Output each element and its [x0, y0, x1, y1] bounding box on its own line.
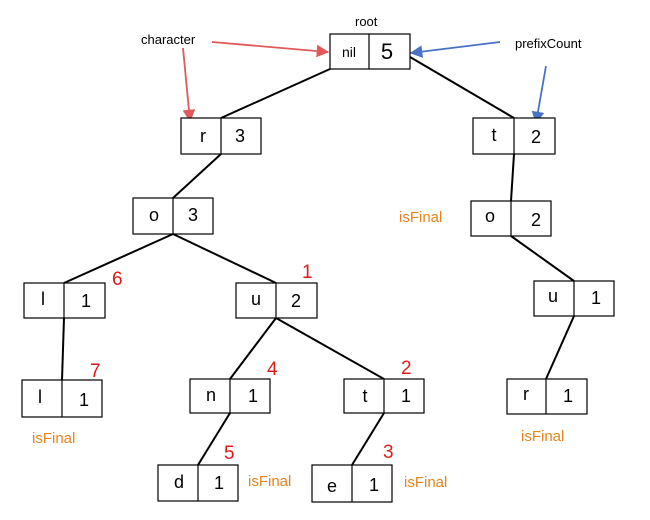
character-arrow-to-nil	[211, 41, 330, 58]
edge-t-o	[510, 153, 515, 202]
trie-node-d: d 1	[157, 464, 239, 502]
node-char: t	[362, 386, 367, 406]
node-count: 1	[369, 475, 379, 495]
is-final-marker-route: isFinal	[404, 474, 447, 491]
node-char: l	[41, 289, 45, 309]
insertion-order-u: 1	[302, 262, 313, 283]
edge-n-d	[197, 412, 231, 466]
is-final-marker-round: isFinal	[248, 473, 291, 490]
insertion-order-l2: 7	[90, 361, 101, 382]
annotation-arrows	[182, 41, 547, 125]
trie-node-u-left: u 2	[235, 282, 318, 319]
is-final-marker-to: isFinal	[399, 209, 442, 226]
insertion-order-t: 2	[401, 358, 412, 379]
prefix-count-label: prefixCount	[515, 36, 582, 51]
node-char: d	[174, 472, 184, 492]
trie-node-l2: l 1	[21, 379, 103, 418]
node-count: 2	[531, 210, 541, 230]
trie-node-u-right: u 1	[533, 280, 615, 317]
trie-node-e: e 1	[311, 464, 393, 503]
node-char: nil	[342, 44, 356, 60]
node-count: 2	[531, 127, 541, 147]
insertion-order-n: 4	[267, 359, 278, 380]
prefix-count-arrow-to-t	[531, 65, 547, 125]
trie-node-t: t 2	[472, 117, 556, 155]
trie-node-r: r 3	[180, 117, 262, 155]
edge-u-t	[275, 317, 385, 380]
trie-node-l1: l 1	[23, 282, 106, 319]
edge-o-u-right	[510, 235, 575, 282]
node-count: 1	[591, 288, 601, 308]
trie-node-r2: r 1	[506, 378, 588, 415]
insertion-order-d: 5	[224, 443, 235, 464]
edge-root-t	[409, 56, 515, 119]
node-count: 5	[381, 39, 393, 64]
is-final-marker-tour: isFinal	[521, 428, 564, 445]
root-label: root	[355, 14, 378, 29]
trie-node-t2: t 1	[343, 378, 425, 414]
node-char: u	[251, 289, 261, 309]
edge-o-u	[172, 233, 277, 284]
node-count: 1	[248, 386, 258, 406]
edge-u-n	[229, 317, 277, 380]
trie-node-n: n 1	[189, 378, 271, 414]
node-count: 1	[81, 291, 91, 311]
node-count: 2	[291, 291, 301, 311]
trie-node-o-right: o 2	[470, 200, 552, 237]
trie-edges	[61, 56, 575, 466]
edge-t-e	[351, 412, 385, 466]
edge-r-o	[172, 153, 222, 199]
node-char: o	[485, 206, 495, 226]
node-count: 3	[188, 205, 198, 225]
prefix-count-arrow-to-root	[409, 41, 501, 58]
node-char: r	[200, 126, 206, 146]
node-count: 1	[214, 473, 224, 493]
trie-node-root: nil 5	[329, 33, 411, 70]
node-char: o	[149, 205, 159, 225]
node-count: 1	[79, 390, 89, 410]
node-char: r	[523, 384, 529, 404]
insertion-order-l1: 6	[112, 269, 123, 290]
node-count: 1	[563, 386, 573, 406]
edge-root-r	[220, 68, 331, 119]
insertion-order-e: 3	[383, 442, 394, 463]
edge-l-l	[61, 317, 65, 381]
node-count: 1	[401, 386, 411, 406]
node-char: t	[491, 125, 496, 145]
character-arrow-to-r	[182, 47, 196, 123]
edge-o-l	[63, 233, 174, 284]
node-count: 3	[235, 126, 245, 146]
character-label: character	[141, 32, 196, 47]
node-char: u	[548, 286, 558, 306]
node-char: l	[38, 387, 42, 407]
node-char: e	[327, 476, 337, 496]
trie-node-o-left: o 3	[132, 197, 214, 235]
node-char: n	[206, 385, 216, 405]
is-final-marker-roll: isFinal	[32, 430, 75, 447]
edge-u-r	[545, 315, 575, 380]
